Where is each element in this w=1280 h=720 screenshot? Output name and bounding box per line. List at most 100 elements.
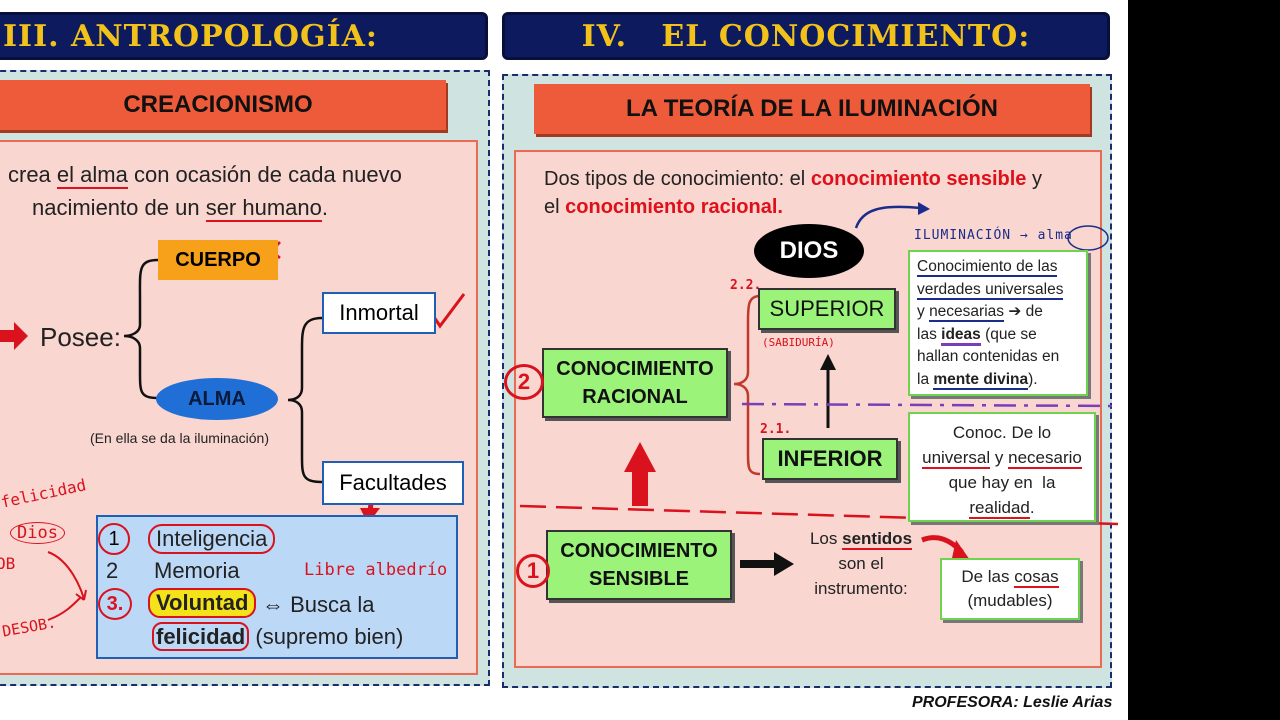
sup-line-3: y necesarias ➔ de [917,301,1079,324]
alma-note: (En ella se da la iluminación) [90,430,269,446]
faculty-3-num: 3. [98,588,132,620]
intro-sensible: conocimiento sensible [810,168,1027,190]
sabiduria-note: (SABIDURÍA) [762,336,835,349]
cosas-line-2: (mudables) [967,591,1053,610]
posee-brace [123,258,159,400]
cosas-box: De las cosas (mudables) [940,558,1080,620]
felicidad-text: felicidad [152,622,250,651]
dios-label: DIOS [779,237,839,264]
right-banner: IV. EL CONOCIMIENTO: [502,12,1110,60]
inf-line-4: realidad. [914,495,1090,520]
sup-l3b: necesarias [929,303,1005,322]
sup-l2: verdades universales [917,280,1064,300]
busca-text: Busca la [290,592,375,617]
intro-el: el [544,196,560,218]
racional-label: CONOCIMIENTO RACIONAL [556,358,714,408]
right-ribbon-title: LA TEORÍA DE LA ILUMINACIÓN [626,95,998,122]
sentidos-text: Los sentidos son el instrumento: [796,526,926,601]
num-21: 2.1. [760,422,792,437]
sup-line-5: hallan contenidas en [917,346,1079,369]
left-ribbon-title: CREACIONISMO [123,91,313,118]
faculty-1-num: 1 [98,523,130,555]
intro-dos-tipos: Dos tipos de conocimiento: el [544,168,806,190]
sup-l3a: y [917,303,925,320]
sup-line-4: las ideas (que se [917,324,1079,347]
inf-line-3: que hay en la [948,473,1056,492]
double-arrow-icon: ⇔ [262,592,284,617]
inf-l2b: y [994,448,1004,467]
sentidos-line-2: son el [838,554,884,573]
alma-label: ALMA [188,387,246,410]
superior-box: SUPERIOR [758,288,896,330]
voluntad-text: Voluntad [156,590,249,615]
red-divider [519,504,1119,526]
sup-line-1: Conocimiento de las [917,256,1079,279]
circle-2-text: 2 [517,369,531,394]
sensible-box: CONOCIMIENTO SENSIBLE [546,530,732,600]
sup-l4c: (que se [985,325,1037,343]
circle-1-text: 1 [526,558,540,583]
arrow-right-icon: → [1019,228,1029,243]
inferior-label: INFERIOR [777,446,883,471]
inferior-box: INFERIOR [762,438,898,480]
intro-ser-humano: ser humano [205,195,322,222]
sup-l6a: la [917,370,930,388]
inteligencia-text: Inteligencia [156,526,268,551]
faculty-1-label: Inteligencia [148,524,276,554]
sup-l6c: ). [1028,370,1038,388]
footer-credit: PROFESORA: Leslie Arias [912,694,1113,711]
sup-l5: hallan contenidas en [917,348,1060,365]
right-diagram-lines [519,202,1119,576]
alma-brace [287,316,323,484]
right-ribbon: LA TEORÍA DE LA ILUMINACIÓN [534,84,1090,134]
sup-l4a: las [917,325,937,343]
left-intro-line2: nacimiento de un ser humano. [32,195,328,222]
faculty-3-num-text: 3. [106,592,124,615]
sensible-right-arrow [740,560,776,568]
iluminacion-text: ILUMINACIÓN [914,228,1012,243]
inf-l4dot: . [1029,498,1035,517]
inf-l4: realidad [969,498,1030,519]
alma-circle [1067,225,1109,251]
racional-box: CONOCIMIENTO RACIONAL [542,348,728,418]
left-intro-line1: crea el alma con ocasión de cada nuevo [8,162,402,189]
faculties-box [96,515,458,659]
faculty-1-num-text: 1 [108,527,120,550]
slide: III. ANTROPOLOGÍA: CREACIONISMO crea el … [0,0,1128,720]
cuerpo-label: CUERPO [175,248,261,271]
posee-label: Posee: [40,322,121,352]
intro-dot: . [321,195,328,220]
sup-line-6: la mente divina). [917,369,1079,392]
faculty-2-num: 2 [106,558,119,583]
busca-line: ⇔ Busca la [262,592,375,618]
felicidad-line: felicidad (supremo bien) [152,622,404,651]
supremo-text: (supremo bien) [255,624,404,649]
left-banner-title: III. ANTROPOLOGÍA: [3,18,378,54]
inf-line-2: universal y necesario [914,445,1090,470]
left-ribbon: CREACIONISMO [0,80,446,130]
right-intro-line1: Dos tipos de conocimiento: el conocimien… [544,168,1042,191]
intro-crea: crea [8,162,51,187]
iluminacion-alma-text: alma [1037,228,1073,243]
intro-nacimiento: nacimiento de un [32,195,200,220]
note-arrow [47,551,87,601]
dios-arrow [854,205,921,229]
inf-l2c: necesario [1008,448,1082,469]
purple-divider [741,402,1119,408]
sup-line-2: verdades universales [917,279,1079,302]
facultades-label: Facultades [339,470,447,495]
dios-ellipse: DIOS [754,224,864,278]
inferior-desc-box: Conoc. De lo universal y necesario que h… [908,412,1096,522]
sup-l4b: ideas [941,325,981,346]
inf-line-1: Conoc. De lo [952,423,1052,442]
right-banner-title: IV. EL CONOCIMIENTO: [581,18,1031,54]
inmortal-box: Inmortal [322,292,436,334]
sup-l1: Conocimiento de las [917,258,1058,277]
cuerpo-box: CUERPO [158,240,278,280]
intro-mid: con ocasión de cada nuevo [133,162,402,187]
facultades-box: Facultades [322,461,464,505]
sentidos-b: sentidos [842,529,913,550]
sentidos-line-1: Los sentidos [796,526,926,551]
cosas-a: De las [961,567,1010,586]
num-22: 2.2. [730,278,762,293]
